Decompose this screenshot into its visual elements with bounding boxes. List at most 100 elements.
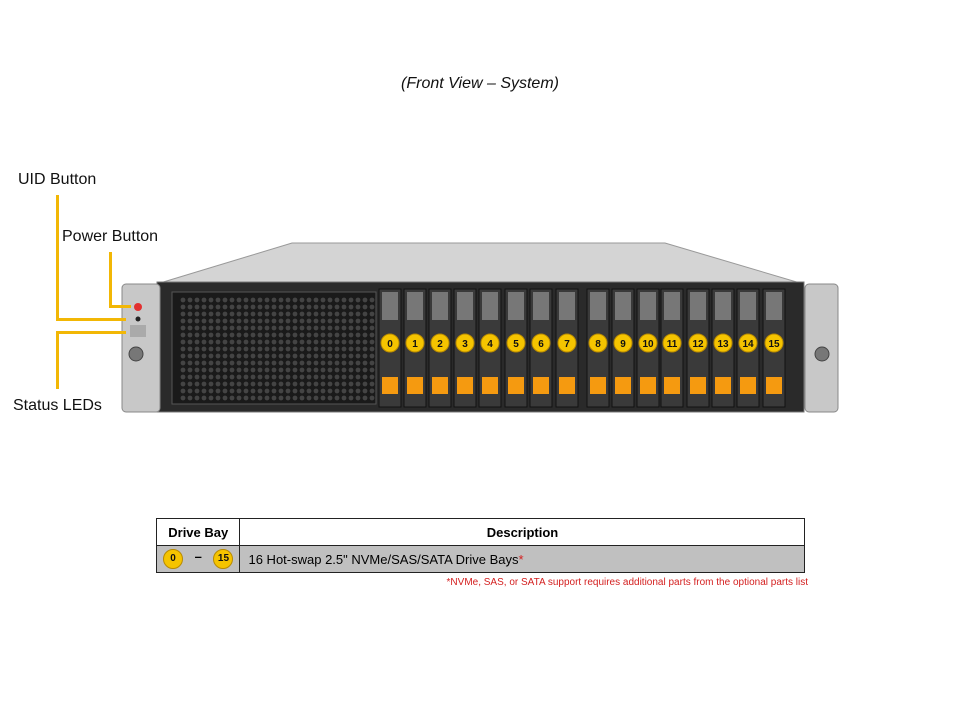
bay-number-badge [738,333,758,353]
figure-caption: (Front View – System) [401,75,559,92]
drive-bay-14[interactable]: 14 [736,288,760,408]
left-rack-ear [121,283,161,413]
asterisk: * [518,551,524,567]
drive-tray-top [715,292,731,320]
bay-number: 6 [538,339,544,350]
range-dash: – [194,549,202,564]
uid-button-label: UID Button [18,171,97,188]
bay-number: 13 [717,339,729,350]
drive-tray-top [508,292,524,320]
drive-bay-0[interactable]: 0 [378,288,402,408]
footnote: *NVMe, SAS, or SATA support requires add… [446,577,808,588]
bay-number: 3 [462,339,468,350]
bay-number-badge [588,333,608,353]
drive-tray-top [482,292,498,320]
drive-release-latch[interactable] [766,377,782,394]
left-thumbscrew-icon [128,346,144,362]
bay-badge-start: 0 [163,549,183,569]
bay-number: 1 [412,339,418,350]
table-row: 0 – 15 16 Hot-swap 2.5" NVMe/SAS/SATA Dr… [155,545,806,573]
bay-number: 8 [595,339,601,350]
bay-number-badge [455,333,475,353]
drive-release-latch[interactable] [432,377,448,394]
drive-tray-top [615,292,631,320]
row-description: 16 Hot-swap 2.5" NVMe/SAS/SATA Drive Bay… [248,551,519,567]
drive-release-latch[interactable] [482,377,498,394]
bay-number: 0 [387,339,393,350]
bay-number-badge [557,333,577,353]
bay-badge-end: 15 [213,549,234,569]
drive-release-latch[interactable] [615,377,631,394]
drive-tray-top [766,292,782,320]
drive-bay-7[interactable]: 7 [555,288,579,408]
drive-release-latch[interactable] [740,377,756,394]
power-button-label: Power Button [62,228,159,245]
drive-release-latch[interactable] [407,377,423,394]
drive-bay-6[interactable]: 6 [529,288,553,408]
drive-bay-4[interactable]: 4 [478,288,502,408]
drive-bay-5[interactable]: 5 [504,288,528,408]
drive-tray-top [590,292,606,320]
drive-release-latch[interactable] [664,377,680,394]
drive-bay-10[interactable]: 10 [636,288,660,408]
chassis-lid [159,242,801,284]
bay-number-badge [764,333,784,353]
drive-bay-3[interactable]: 3 [453,288,477,408]
drive-tray-top [664,292,680,320]
drive-tray-top [382,292,398,320]
bay-number-badge [662,333,682,353]
drive-bay-8[interactable]: 8 [586,288,610,408]
bay-number: 11 [667,339,678,350]
bay-number-badge [688,333,708,353]
drive-bay-9[interactable]: 9 [611,288,635,408]
drive-bay-1[interactable]: 1 [403,288,427,408]
power-button-icon [134,303,142,311]
drive-tray-top [407,292,423,320]
bay-number: 15 [768,339,780,350]
drive-tray-top [533,292,549,320]
drive-bay-13[interactable]: 13 [711,288,735,408]
status-leds-icon [130,325,146,337]
drive-release-latch[interactable] [382,377,398,394]
drive-tray-top [640,292,656,320]
drive-tray-top [432,292,448,320]
bay-number-badge [380,333,400,353]
bay-number-badge [506,333,526,353]
drive-release-latch[interactable] [533,377,549,394]
bay-number-badge [638,333,658,353]
drive-release-latch[interactable] [715,377,731,394]
uid-button-icon [135,316,141,322]
bay-number: 14 [742,339,754,350]
header-drive-bay: Drive Bay [155,518,241,546]
drive-release-latch[interactable] [640,377,656,394]
drive-bay-12[interactable]: 12 [686,288,710,408]
drive-bay-11[interactable]: 11 [660,288,684,408]
bay-number: 5 [513,339,519,350]
bay-number-badge [531,333,551,353]
drive-release-latch[interactable] [457,377,473,394]
drive-tray-top [457,292,473,320]
drive-bay-15[interactable]: 15 [762,288,786,408]
bay-number: 2 [437,339,443,350]
drive-release-latch[interactable] [508,377,524,394]
drive-release-latch[interactable] [559,377,575,394]
drive-release-latch[interactable] [590,377,606,394]
header-description: Description [239,518,806,546]
right-thumbscrew-icon [814,346,830,362]
bay-number: 9 [620,339,626,350]
drive-tray-top [740,292,756,320]
bay-number: 12 [692,339,704,350]
drive-release-latch[interactable] [690,377,706,394]
bay-number-badge [430,333,450,353]
bay-number-badge [713,333,733,353]
bay-number: 10 [642,339,654,350]
drive-tray-top [559,292,575,320]
bay-number-badge [613,333,633,353]
status-leds-label: Status LEDs [13,397,102,414]
drive-tray-top [690,292,706,320]
drive-bay-table: Drive Bay Description 0 – 15 16 Hot-swap… [155,518,806,573]
bay-number: 4 [487,339,493,350]
drive-bay-2[interactable]: 2 [428,288,452,408]
